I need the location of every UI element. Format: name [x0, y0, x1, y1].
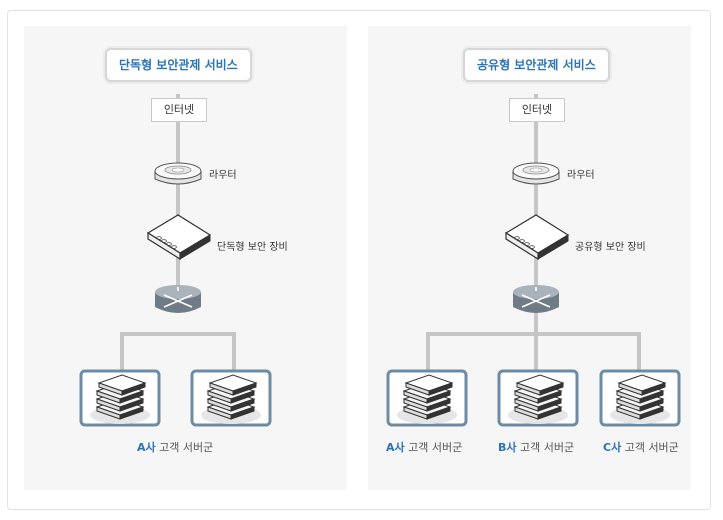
router-label: 라우터 [567, 170, 595, 181]
customer-label: A사 고객 서버군 [137, 439, 213, 455]
customer-letter: A사 [386, 441, 405, 454]
shared-diagram-graphics [386, 94, 681, 427]
standalone-diagram-graphics [79, 94, 272, 427]
internet-box: 인터넷 [151, 98, 207, 122]
customer-letter: B사 [498, 441, 517, 454]
customer-label: A사 고객 서버군 [386, 439, 462, 455]
customer-text: 고객 서버군 [624, 441, 679, 454]
switch-icon [513, 285, 559, 313]
security-device-label: 공유형 보안 장비 [575, 242, 646, 253]
customer-text: 고객 서버군 [520, 441, 575, 454]
customer-letter: C사 [603, 441, 622, 454]
router-icon [154, 162, 202, 185]
panel-title: 단독형 보안관제 서비스 [105, 48, 252, 82]
server-group-icon [190, 369, 272, 427]
customer-label: B사 고객 서버군 [498, 439, 574, 455]
customer-text: 고객 서버군 [159, 441, 214, 454]
customer-text: 고객 서버군 [408, 441, 463, 454]
switch-icon [155, 285, 201, 313]
server-group-icon [599, 369, 681, 427]
customer-letter: A사 [137, 441, 156, 454]
internet-box: 인터넷 [509, 98, 565, 122]
server-group-icon [497, 369, 579, 427]
security-device-icon [146, 214, 212, 261]
standalone-panel: 단독형 보안관제 서비스 인터넷 라우터 단독형 보안 장비 A사 고객 서버군 [24, 26, 347, 490]
customer-label: C사 고객 서버군 [603, 439, 679, 455]
server-group-icon [386, 369, 468, 427]
security-device-label: 단독형 보안 장비 [217, 242, 288, 253]
security-device-icon [504, 214, 570, 261]
panel-title: 공유형 보안관제 서비스 [463, 48, 610, 82]
router-icon [512, 162, 560, 185]
shared-panel: 공유형 보안관제 서비스 인터넷 라우터 공유형 보안 장비 A사 고객 서버군… [368, 26, 691, 490]
router-label: 라우터 [209, 170, 237, 181]
server-group-icon [79, 369, 161, 427]
